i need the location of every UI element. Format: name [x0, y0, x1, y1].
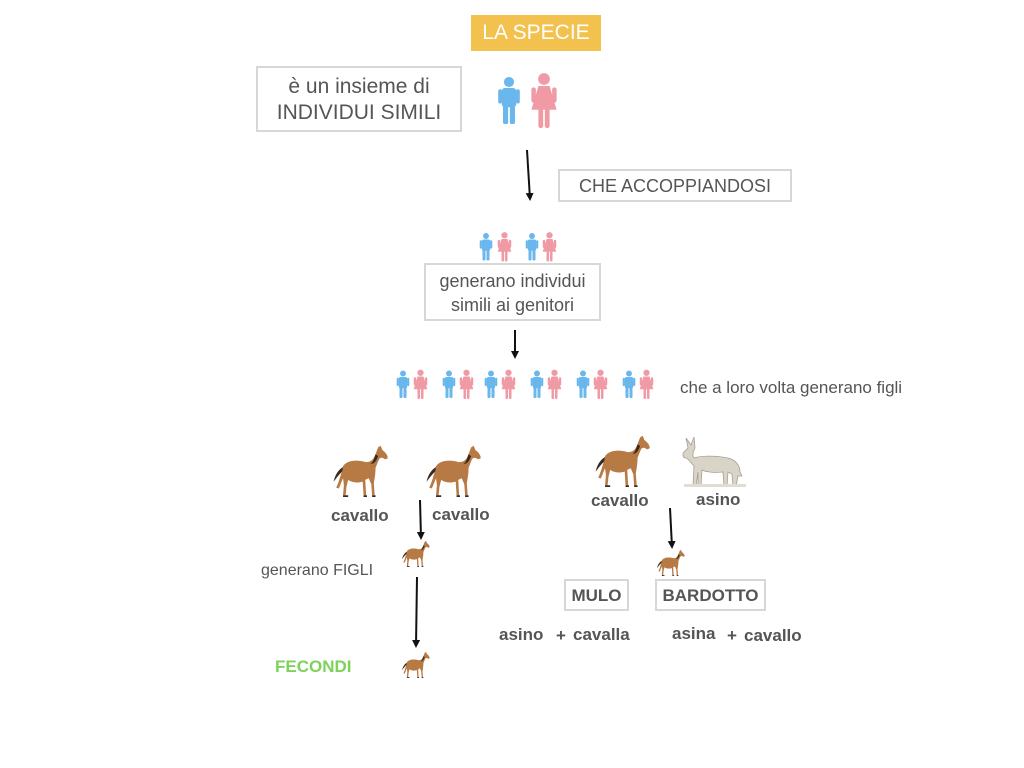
fertile-label: FECONDI	[275, 657, 352, 676]
offspring-box: generano individui simili ai genitori	[424, 263, 601, 321]
left-parent1-label: cavallo	[331, 506, 389, 525]
definition-line1: è un insieme di	[288, 75, 430, 98]
offspring-line1: generano individui	[439, 271, 586, 291]
hinny-box: BARDOTTO	[655, 579, 766, 611]
definition-box: è un insieme di INDIVIDUI SIMILI	[256, 66, 462, 132]
arrow-down-4	[412, 576, 421, 648]
hinny-parent-a: asina	[672, 624, 716, 643]
mule-box: MULO	[564, 579, 629, 611]
arrow-down-5	[667, 507, 676, 549]
right-parent2-label: asino	[696, 490, 741, 509]
hinny-parent-b: cavallo	[744, 626, 802, 645]
left-parent2-label: cavallo	[432, 505, 490, 524]
next-generation-label: che a loro volta generano figli	[680, 378, 903, 397]
definition-line2: INDIVIDUI SIMILI	[276, 101, 442, 124]
mule-parent-a: asino	[499, 625, 544, 644]
mule-plus: +	[556, 626, 566, 645]
arrow-down-3	[416, 499, 425, 540]
offspring-line2: simili ai genitori	[450, 295, 575, 315]
page-title: LA SPECIE	[471, 15, 601, 51]
left-children-label: generano FIGLI	[261, 562, 374, 579]
donkey-icon	[682, 436, 746, 487]
arrow-down-1	[525, 149, 534, 201]
mating-box: CHE ACCOPPIANDOSI	[558, 169, 792, 202]
hinny-plus: +	[727, 626, 737, 645]
right-parent1-label: cavallo	[591, 491, 649, 510]
mule-parent-b: cavalla	[573, 625, 630, 644]
